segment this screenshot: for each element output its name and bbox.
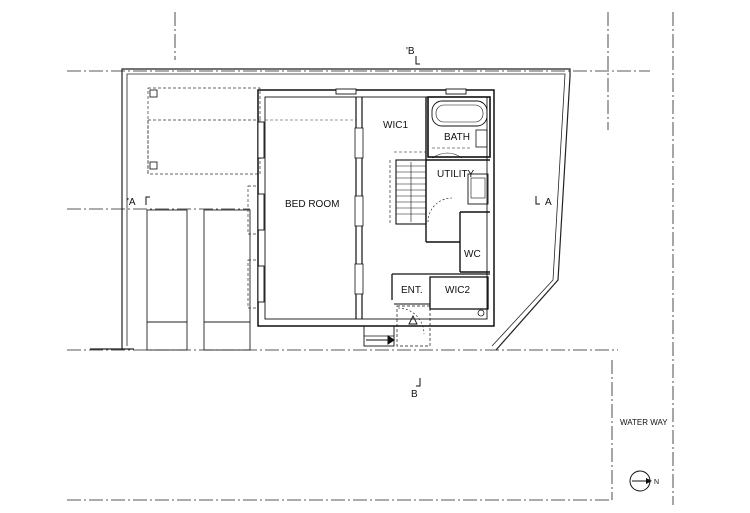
closet-door <box>354 263 364 295</box>
section-a-left-icon <box>145 196 150 205</box>
stair-box <box>395 159 427 225</box>
boundary-wall-outer <box>121 68 571 351</box>
window-box-dashed <box>247 185 259 235</box>
window-left <box>257 193 265 231</box>
section-markers <box>145 56 540 387</box>
window-box-dashed <box>247 259 259 309</box>
wic2-box <box>429 276 489 310</box>
utility-sink <box>467 173 489 205</box>
north-arrow-head <box>646 478 652 484</box>
entrance-marker-icon <box>408 314 418 325</box>
window-top-bath <box>445 88 467 95</box>
closet-door <box>354 127 364 159</box>
bathtub <box>431 100 488 127</box>
utility-door-swing <box>427 197 453 223</box>
bath-room-box <box>427 96 491 158</box>
ent-door-swing <box>397 307 425 335</box>
wic2-fixture <box>477 309 485 317</box>
carport <box>147 87 262 175</box>
entrance-walls <box>363 273 490 347</box>
section-b-bottom-label: B <box>411 389 418 400</box>
utility-sink-inner <box>470 177 486 199</box>
utility-label: UTILITY <box>437 169 475 180</box>
carport-canopy <box>147 87 261 175</box>
wet-area-walls <box>425 96 491 273</box>
north-arrow-letter: N <box>654 479 659 486</box>
carport-post <box>149 161 158 170</box>
north-arrow-icon: N <box>629 470 659 492</box>
bath-label: BATH <box>444 132 470 143</box>
boundary-wall <box>90 68 571 351</box>
closet-door <box>354 195 364 227</box>
window-left <box>257 265 265 303</box>
window-top <box>335 88 357 95</box>
bedroom-partition <box>354 97 364 319</box>
section-a-right-icon <box>535 196 540 205</box>
windows <box>257 88 467 303</box>
bathtub-inner <box>435 104 484 123</box>
section-b-top-icon <box>415 56 420 65</box>
entry-arrow <box>366 335 395 345</box>
section-a-left-label: 'A <box>127 197 136 208</box>
bedroom-outer-dashed <box>247 185 259 309</box>
water-way-label: WATER WAY <box>620 418 668 427</box>
entrance-label: ENT. <box>401 285 423 296</box>
section-a-right-label: A <box>545 197 552 208</box>
section-b-top-label: 'B <box>406 46 415 57</box>
carport-post <box>149 89 158 98</box>
bath-door-swing <box>431 152 463 159</box>
wic1-label: WIC1 <box>383 120 408 131</box>
wc-label: WC <box>464 249 481 260</box>
carport-posts <box>149 89 158 170</box>
ent-door-opening <box>396 305 431 347</box>
parking-slabs <box>146 209 251 351</box>
parking-slab-right <box>203 209 251 351</box>
entry-arrow-head <box>387 335 395 345</box>
section-b-bottom-icon <box>416 378 421 387</box>
wic2-label: WIC2 <box>445 285 470 296</box>
wash-basin <box>475 129 488 148</box>
window-left <box>257 121 265 159</box>
house-inner-wall <box>264 96 488 320</box>
stair <box>389 151 427 225</box>
boundary-wall-inner <box>126 73 566 347</box>
bedroom-label: BED ROOM <box>285 199 339 210</box>
site-boundary-lines <box>67 12 674 505</box>
parking-slab-left <box>146 209 188 351</box>
